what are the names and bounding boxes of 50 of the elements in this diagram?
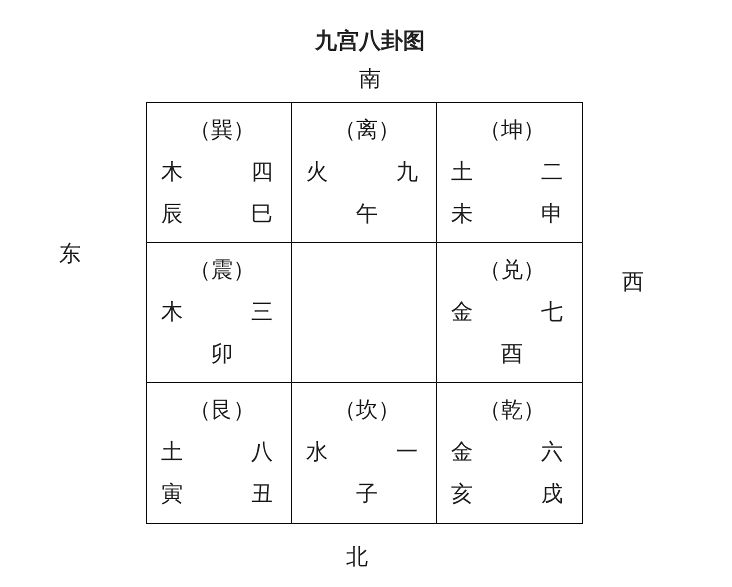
grid-cell <box>146 102 292 244</box>
grid-cell <box>436 102 582 244</box>
grid-cell <box>146 382 292 524</box>
element-label: 金 <box>451 440 473 466</box>
branch-label: 寅 <box>161 482 183 508</box>
branch-label: 卯 <box>211 342 233 368</box>
element-label: 土 <box>161 440 183 466</box>
trigram-name: （兑） <box>479 258 545 284</box>
branch-label: 丑 <box>251 482 273 508</box>
branch-label: 未 <box>451 202 473 228</box>
branch-label: 辰 <box>161 202 183 228</box>
number-label: 四 <box>251 160 273 186</box>
branch-label: 亥 <box>451 482 473 508</box>
number-label: 一 <box>396 440 418 466</box>
element-label: 水 <box>306 440 328 466</box>
branch-label: 戌 <box>541 482 563 508</box>
grid-cell <box>291 382 438 524</box>
trigram-name: （离） <box>334 118 400 144</box>
trigram-name: （乾） <box>479 398 545 424</box>
branch-label: 午 <box>356 202 378 228</box>
branch-label: 申 <box>541 202 563 228</box>
branch-label: 子 <box>356 482 378 508</box>
grid-cell <box>291 102 438 244</box>
element-label: 木 <box>161 160 183 186</box>
trigram-name: （坎） <box>334 398 400 424</box>
number-label: 七 <box>541 300 563 326</box>
grid-cell <box>436 242 582 384</box>
trigram-name: （震） <box>189 258 255 284</box>
branch-label: 酉 <box>501 342 523 368</box>
trigram-name: （坤） <box>479 118 545 144</box>
element-label: 火 <box>306 160 328 186</box>
element-label: 木 <box>161 300 183 326</box>
direction-label: 北 <box>346 545 368 571</box>
grid-cell <box>436 382 582 524</box>
number-label: 六 <box>541 440 563 466</box>
direction-label: 东 <box>59 242 81 268</box>
grid-cell <box>291 242 438 384</box>
number-label: 三 <box>251 300 273 326</box>
diagram-title: 九宫八卦图 <box>315 29 425 55</box>
grid-cell <box>146 242 292 384</box>
number-label: 二 <box>541 160 563 186</box>
number-label: 八 <box>251 440 273 466</box>
number-label: 九 <box>396 160 418 186</box>
trigram-name: （艮） <box>189 398 255 424</box>
direction-label: 西 <box>622 270 644 296</box>
element-label: 金 <box>451 300 473 326</box>
element-label: 土 <box>451 160 473 186</box>
trigram-name: （巽） <box>189 118 255 144</box>
direction-label: 南 <box>359 67 381 93</box>
branch-label: 巳 <box>251 202 273 228</box>
